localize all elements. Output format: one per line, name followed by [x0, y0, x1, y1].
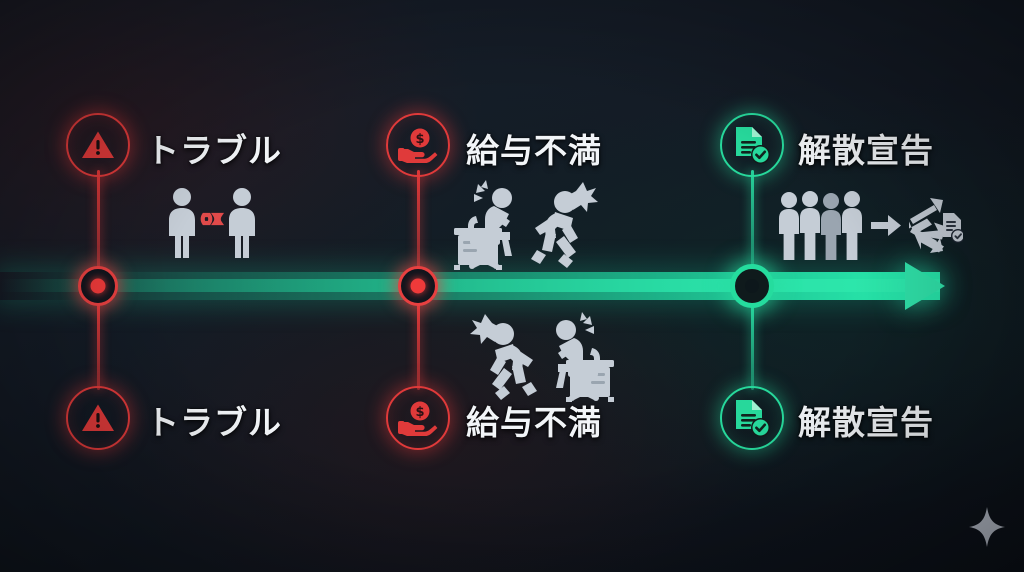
milestone-top-pay-dissatisfaction-label: 給与不満	[466, 131, 602, 170]
warning-triangle-icon[interactable]	[66, 386, 130, 450]
timeline-axis-bar	[0, 279, 940, 292]
connector-node3-bottom	[750, 304, 754, 390]
milestone-top-dissolution-notice-label: 解散宣告	[798, 131, 934, 170]
four-point-sparkle-icon	[968, 506, 1006, 552]
milestone-bottom-dissolution-notice-label: 解散宣告	[798, 403, 934, 442]
hand-holding-coin-icon[interactable]: $	[386, 113, 450, 177]
connector-node2-top	[416, 170, 420, 270]
document-check-icon[interactable]	[720, 113, 784, 177]
svg-text:$: $	[415, 132, 424, 147]
two-people-broken-chain-scene	[160, 186, 264, 260]
document-check-icon[interactable]	[720, 386, 784, 450]
timeline-dot-green-icon[interactable]	[730, 264, 774, 308]
team-splitting-with-document-scene	[778, 190, 963, 262]
connector-node3-top	[750, 170, 754, 268]
connector-node1-bottom	[96, 302, 100, 390]
connector-node2-bottom	[416, 302, 420, 390]
milestone-bottom-trouble-label: トラブル	[146, 403, 282, 442]
timeline-dot-red-icon[interactable]	[78, 266, 118, 306]
connector-node1-top	[96, 170, 100, 270]
arrow-right-icon	[905, 262, 945, 310]
milestone-bottom-pay-dissatisfaction-label: 給与不満	[466, 403, 602, 442]
stressed-worker-and-leaving-person-scene	[452, 178, 616, 270]
hand-holding-coin-icon[interactable]: $	[386, 386, 450, 450]
timeline-dot-red-icon[interactable]	[398, 266, 438, 306]
svg-text:$: $	[415, 405, 424, 420]
milestone-top-trouble-label: トラブル	[146, 131, 282, 170]
stressed-worker-and-leaving-person-mirrored-scene	[452, 310, 616, 402]
warning-triangle-icon[interactable]	[66, 113, 130, 177]
